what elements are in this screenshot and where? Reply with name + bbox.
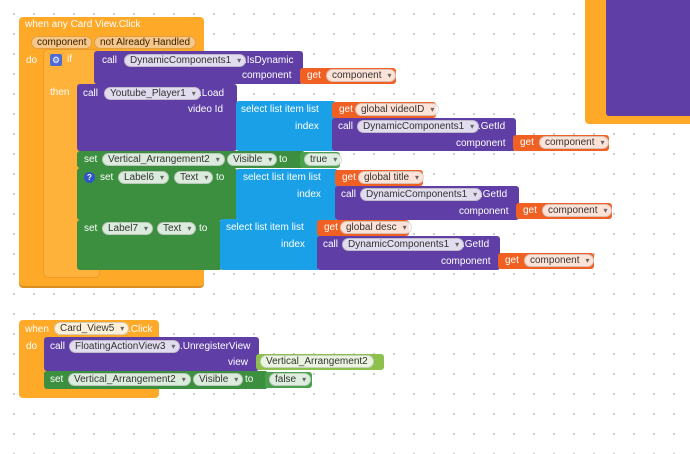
call-label: call <box>323 239 339 250</box>
method-label: .IsDynamic <box>244 55 294 66</box>
arg-label: view <box>228 357 249 368</box>
arg-label: video Id <box>188 104 224 115</box>
when-label: when <box>25 324 49 335</box>
get-label: get <box>307 70 321 81</box>
arg-label: component <box>242 70 292 81</box>
property-dropdown[interactable]: Visible <box>227 153 278 166</box>
to-label: to <box>245 374 254 385</box>
variable-dropdown[interactable]: component <box>542 204 613 217</box>
component-dropdown[interactable]: Label7 <box>102 222 154 235</box>
arg-label: component <box>456 138 506 149</box>
help-icon[interactable]: ? <box>84 172 95 183</box>
component-dropdown[interactable]: DynamicComponents1 <box>342 238 465 251</box>
to-label: to <box>199 223 208 234</box>
index-label: index <box>281 239 305 250</box>
param-component[interactable]: component <box>31 36 93 49</box>
component-dropdown[interactable]: Card_View5 <box>54 322 130 335</box>
call-label: call <box>102 55 118 66</box>
select-list-label: select list item list <box>243 172 321 183</box>
select-list-item-block[interactable] <box>220 219 320 270</box>
method-label: .Load <box>199 88 225 99</box>
component-dropdown[interactable]: Label6 <box>118 171 170 184</box>
variable-dropdown[interactable]: global desc <box>340 221 412 234</box>
method-label: .UnregisterView <box>180 341 251 352</box>
property-dropdown[interactable]: Text <box>157 222 197 235</box>
get-label: get <box>339 104 353 115</box>
call-label: call <box>50 341 66 352</box>
property-dropdown[interactable]: Text <box>174 171 214 184</box>
set-label: set <box>50 374 64 385</box>
offscreen-purple-block[interactable] <box>606 0 690 116</box>
variable-dropdown[interactable]: component <box>326 69 397 82</box>
method-label: .GetId <box>480 189 508 200</box>
call-label: call <box>338 121 354 132</box>
variable-dropdown[interactable]: component <box>524 254 595 267</box>
select-list-item-block[interactable] <box>236 169 338 220</box>
gear-icon[interactable]: ⚙ <box>50 54 62 66</box>
arg-label: component <box>441 256 491 267</box>
call-label: call <box>83 88 99 99</box>
event-header: when any Card View.Click <box>25 19 141 30</box>
component-dropdown[interactable]: DynamicComponents1 <box>124 54 247 67</box>
do-label: do <box>26 341 38 352</box>
get-label: get <box>520 137 534 148</box>
set-label: set <box>84 154 98 165</box>
do-label: do <box>26 55 38 66</box>
component-dropdown[interactable]: FloatingActionView3 <box>69 340 181 353</box>
select-list-label: select list item list <box>241 104 319 115</box>
to-label: to <box>216 172 225 183</box>
set-label: set <box>84 223 98 234</box>
method-label: .GetId <box>478 121 506 132</box>
arg-label: component <box>459 206 509 217</box>
set-label: set <box>100 172 114 183</box>
get-label: get <box>324 222 338 233</box>
variable-dropdown[interactable]: global title <box>358 171 425 184</box>
variable-dropdown[interactable]: component <box>539 136 610 149</box>
get-label: get <box>523 205 537 216</box>
get-label: get <box>505 255 519 266</box>
property-dropdown[interactable]: Visible <box>193 373 244 386</box>
to-label: to <box>279 154 288 165</box>
param-not-already-handled[interactable]: not Already Handled <box>94 36 197 49</box>
method-label: .GetId <box>462 239 490 250</box>
component-value[interactable]: Vertical_Arrangement2 <box>260 355 374 368</box>
index-label: index <box>297 189 321 200</box>
variable-dropdown[interactable]: global videoID <box>355 103 440 116</box>
index-label: index <box>295 121 319 132</box>
call-label: call <box>341 189 357 200</box>
select-list-item-block[interactable] <box>236 101 336 151</box>
component-dropdown[interactable]: DynamicComponents1 <box>360 188 483 201</box>
event-label: .Click <box>128 324 153 335</box>
boolean-dropdown[interactable]: true <box>304 153 343 166</box>
component-dropdown[interactable]: DynamicComponents1 <box>357 120 480 133</box>
component-dropdown[interactable]: Youtube_Player1 <box>104 87 201 100</box>
boolean-dropdown[interactable]: false <box>269 373 312 386</box>
select-list-label: select list item list <box>226 222 304 233</box>
component-dropdown[interactable]: Vertical_Arrangement2 <box>102 153 225 166</box>
component-dropdown[interactable]: Vertical_Arrangement2 <box>68 373 191 386</box>
get-label: get <box>342 172 356 183</box>
if-label: if <box>67 54 72 65</box>
then-label: then <box>50 87 70 98</box>
